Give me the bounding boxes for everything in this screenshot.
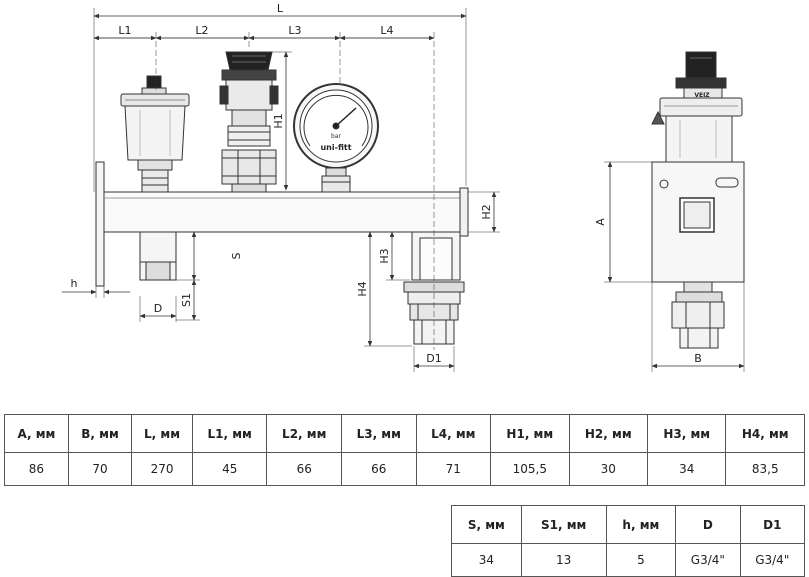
dim-h3: H3: [378, 248, 391, 263]
cell-a: 86: [4, 452, 69, 486]
dimension-lines: [62, 8, 500, 372]
cell-d: G3/4": [675, 543, 741, 577]
dim-b: B: [694, 352, 702, 365]
air-vent: [120, 75, 190, 193]
header-l4: L4, мм: [415, 414, 492, 453]
dim-h1: H1: [272, 113, 285, 128]
header-h1: H1, мм: [490, 414, 570, 453]
dim-a: A: [594, 218, 607, 226]
wall-plate: [95, 161, 105, 287]
header-l: L, мм: [131, 414, 193, 453]
cell-h2: 30: [568, 452, 649, 486]
cell-h1: 105,5: [490, 452, 570, 486]
header-a: A, мм: [4, 414, 69, 453]
cell-l: 270: [131, 452, 193, 486]
table-header-row: S, мм S1, мм h, мм D D1: [451, 505, 806, 544]
header-h4: H4, мм: [725, 414, 805, 453]
side-view: [651, 51, 745, 349]
cell-l1: 45: [191, 452, 268, 486]
cell-b: 70: [67, 452, 133, 486]
dim-h: h: [71, 277, 78, 290]
header-d1: D1: [739, 505, 806, 544]
dimensions-table: A, мм B, мм L, мм L1, мм L2, мм L3, мм L…: [4, 414, 805, 486]
dim-l: L: [277, 2, 284, 15]
dim-l2: L2: [195, 24, 208, 37]
header-h3: H3, мм: [646, 414, 727, 453]
gauge-brand-text: uni-fitt: [320, 143, 351, 152]
dim-h2: H2: [480, 204, 493, 219]
dim-s1: S1: [180, 293, 193, 307]
technical-drawing: bar uni-fitt: [62, 2, 745, 372]
cell-h: 5: [605, 543, 677, 577]
safety-valve: [219, 51, 279, 193]
table-header-row: A, мм B, мм L, мм L1, мм L2, мм L3, мм L…: [4, 414, 805, 453]
cell-l2: 66: [266, 452, 342, 486]
dim-h4: H4: [356, 281, 369, 296]
cell-s1: 13: [520, 543, 607, 577]
table-row: 86 70 270 45 66 66 71 105,5 30 34 83,5: [4, 452, 805, 486]
dim-d1: D1: [426, 352, 441, 365]
header-s: S, мм: [451, 505, 522, 544]
cell-d1: G3/4": [739, 543, 806, 577]
cell-h4: 83,5: [725, 452, 805, 486]
table-row: 34 13 5 G3/4" G3/4": [451, 543, 806, 577]
dim-d: D: [154, 302, 162, 315]
dim-l4: L4: [380, 24, 393, 37]
header-d: D: [675, 505, 741, 544]
manifold-end-cap: [459, 187, 469, 237]
vent-brand-text: VEIZ: [694, 92, 710, 99]
manifold-bar: [103, 191, 461, 233]
dim-l1: L1: [118, 24, 131, 37]
cell-s: 34: [451, 543, 522, 577]
cell-h3: 34: [646, 452, 727, 486]
side-dimension-lines: [604, 161, 745, 372]
header-h2: H2, мм: [568, 414, 649, 453]
header-s1: S1, мм: [520, 505, 607, 544]
connections-table: S, мм S1, мм h, мм D D1 34 13 5 G3/4" G3…: [451, 505, 806, 577]
dim-s: S: [230, 252, 243, 259]
dim-l3: L3: [288, 24, 301, 37]
header-l2: L2, мм: [266, 414, 342, 453]
header-l1: L1, мм: [191, 414, 268, 453]
front-view: [95, 51, 469, 345]
header-h: h, мм: [605, 505, 677, 544]
cell-l4: 71: [415, 452, 492, 486]
gauge-unit-text: bar: [331, 133, 341, 140]
header-l3: L3, мм: [341, 414, 417, 453]
pressure-gauge: [293, 83, 379, 193]
cell-l3: 66: [341, 452, 417, 486]
header-b: B, мм: [67, 414, 133, 453]
